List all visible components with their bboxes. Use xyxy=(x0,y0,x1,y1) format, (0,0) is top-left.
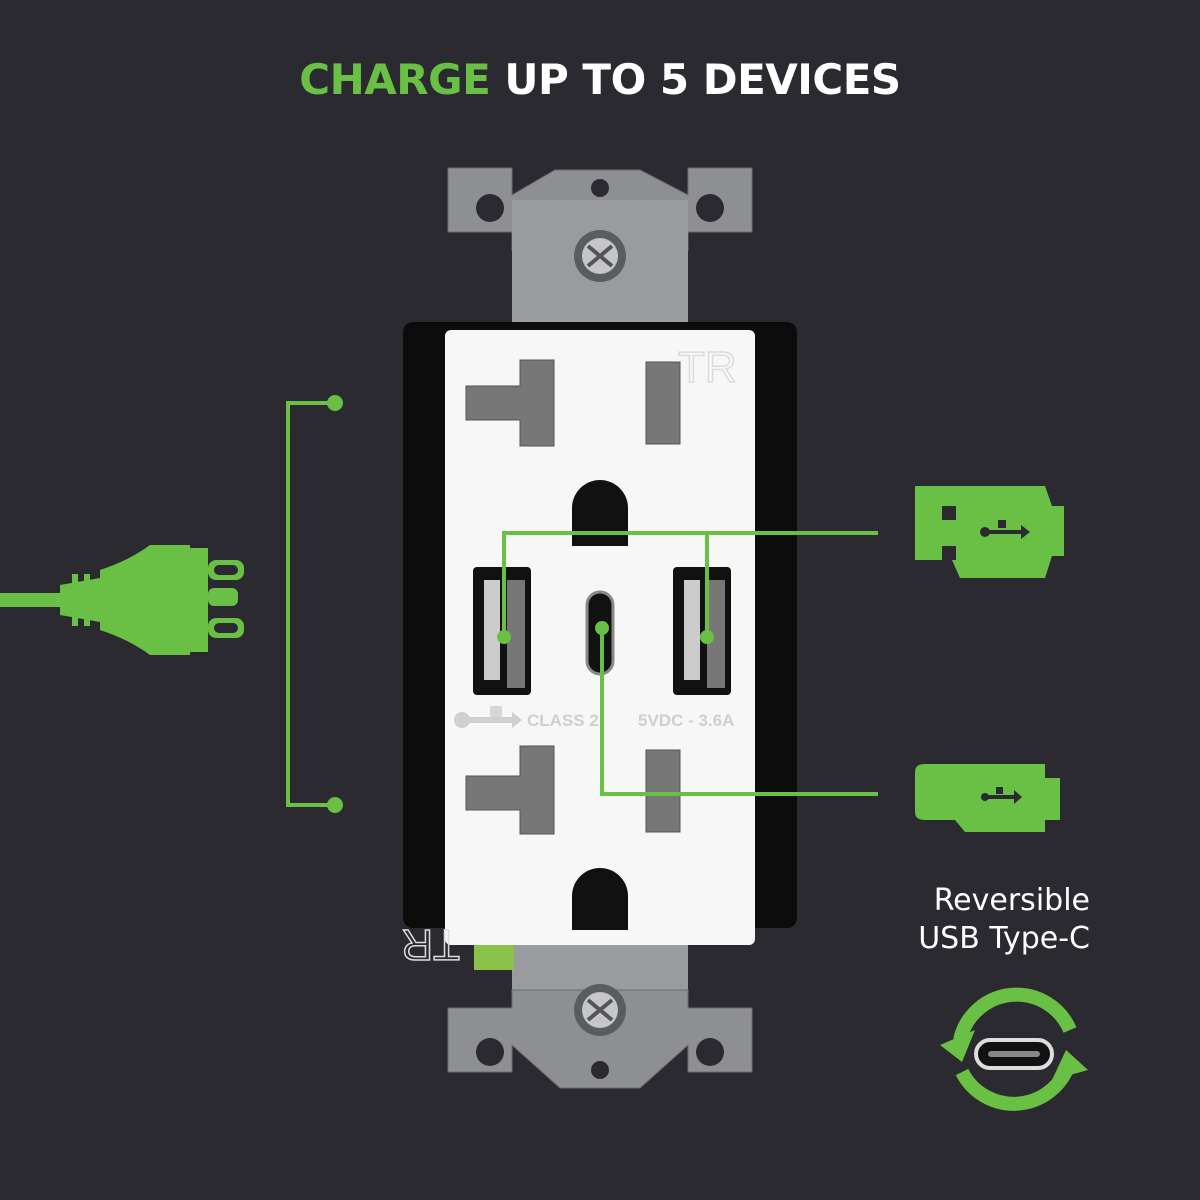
plug-icon xyxy=(0,545,244,655)
callout-lines xyxy=(286,401,878,807)
usb-c-caption: Reversible USB Type-C xyxy=(918,882,1090,958)
usb-c-connector-icon xyxy=(915,764,1060,832)
tamper-mark-bottom: TR xyxy=(401,920,460,969)
receptacle-bottom xyxy=(465,745,681,930)
caption-line2: USB Type-C xyxy=(918,921,1090,956)
ground-hole xyxy=(572,480,628,546)
ground-hole xyxy=(572,868,628,930)
usb-label-left: CLASS 2. xyxy=(527,711,604,730)
headline-rest: UP TO 5 DEVICES xyxy=(504,55,901,104)
mounting-strap-top xyxy=(447,167,753,330)
mounting-strap-bottom xyxy=(447,930,753,1089)
tamper-mark-top: TR xyxy=(678,343,737,392)
usb-symbol-icon xyxy=(454,706,522,728)
usb-a-port-right xyxy=(673,567,731,695)
headline-highlight: CHARGE xyxy=(299,55,491,104)
reversible-arrows-icon xyxy=(940,987,1088,1111)
receptacle-top xyxy=(465,359,681,546)
usb-label-right: 5VDC - 3.6A xyxy=(638,711,734,730)
caption-line1: Reversible xyxy=(933,883,1090,918)
headline: CHARGE UP TO 5 DEVICES xyxy=(0,55,1200,104)
usb-a-connector-icon xyxy=(915,486,1064,578)
